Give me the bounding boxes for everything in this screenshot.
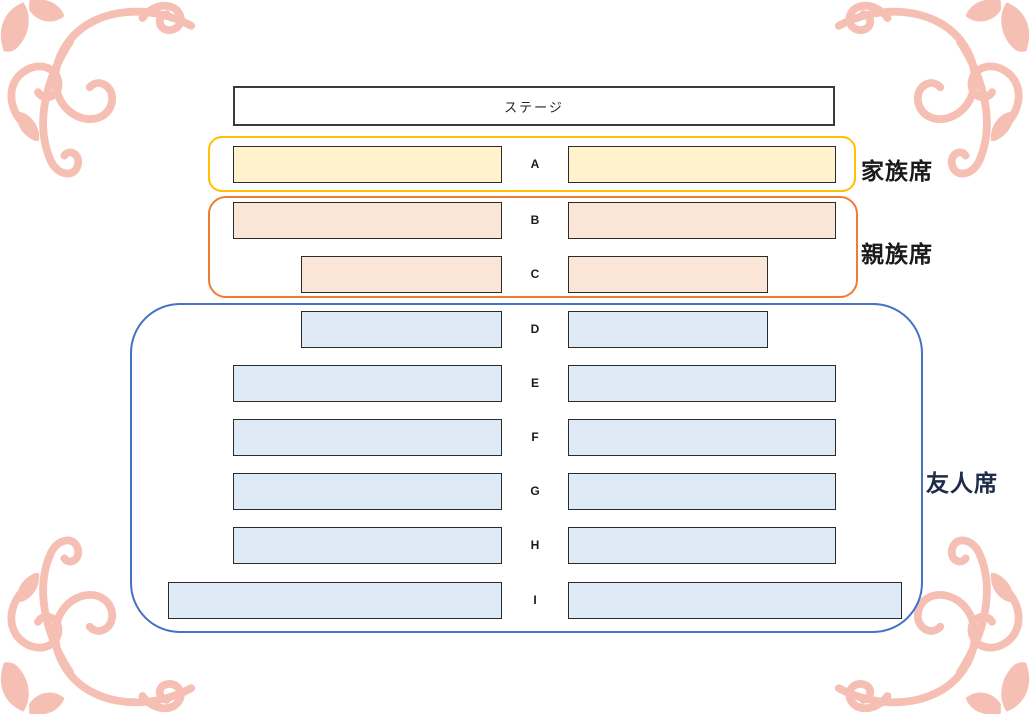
seat-block-c-right xyxy=(568,256,768,293)
seat-block-b-left xyxy=(233,202,502,239)
row-label-a: A xyxy=(530,157,540,171)
group-label-family: 家族席 xyxy=(861,158,933,185)
seat-block-i-right xyxy=(568,582,902,619)
row-label-h: H xyxy=(530,538,540,552)
seat-block-a-left xyxy=(233,146,502,183)
seat-block-e-right xyxy=(568,365,836,402)
row-label-f: F xyxy=(531,430,539,444)
row-label-c: C xyxy=(530,267,540,281)
group-label-friends: 友人席 xyxy=(926,470,998,497)
seat-block-c-left xyxy=(301,256,502,293)
seat-block-a-right xyxy=(568,146,836,183)
seat-block-g-left xyxy=(233,473,502,510)
group-border-family xyxy=(208,136,856,192)
seat-block-i-left xyxy=(168,582,502,619)
seat-block-d-right xyxy=(568,311,768,348)
seat-block-d-left xyxy=(301,311,502,348)
seat-block-b-right xyxy=(568,202,836,239)
row-label-e: E xyxy=(530,376,539,390)
seat-block-h-left xyxy=(233,527,502,564)
group-border-friends xyxy=(130,303,923,633)
stage-label: ステージ xyxy=(504,99,564,115)
seat-block-h-right xyxy=(568,527,836,564)
group-border-relatives xyxy=(208,196,858,298)
seat-block-e-left xyxy=(233,365,502,402)
row-label-b: B xyxy=(530,213,540,227)
seat-block-f-right xyxy=(568,419,836,456)
seat-block-f-left xyxy=(233,419,502,456)
row-label-d: D xyxy=(530,322,540,336)
seat-block-g-right xyxy=(568,473,836,510)
row-label-i: I xyxy=(533,593,537,607)
corner-flourish-top-left-icon xyxy=(0,0,201,204)
group-label-relatives: 親族席 xyxy=(861,241,933,268)
row-label-g: G xyxy=(530,484,540,498)
stage-box: ステージ xyxy=(233,86,835,126)
